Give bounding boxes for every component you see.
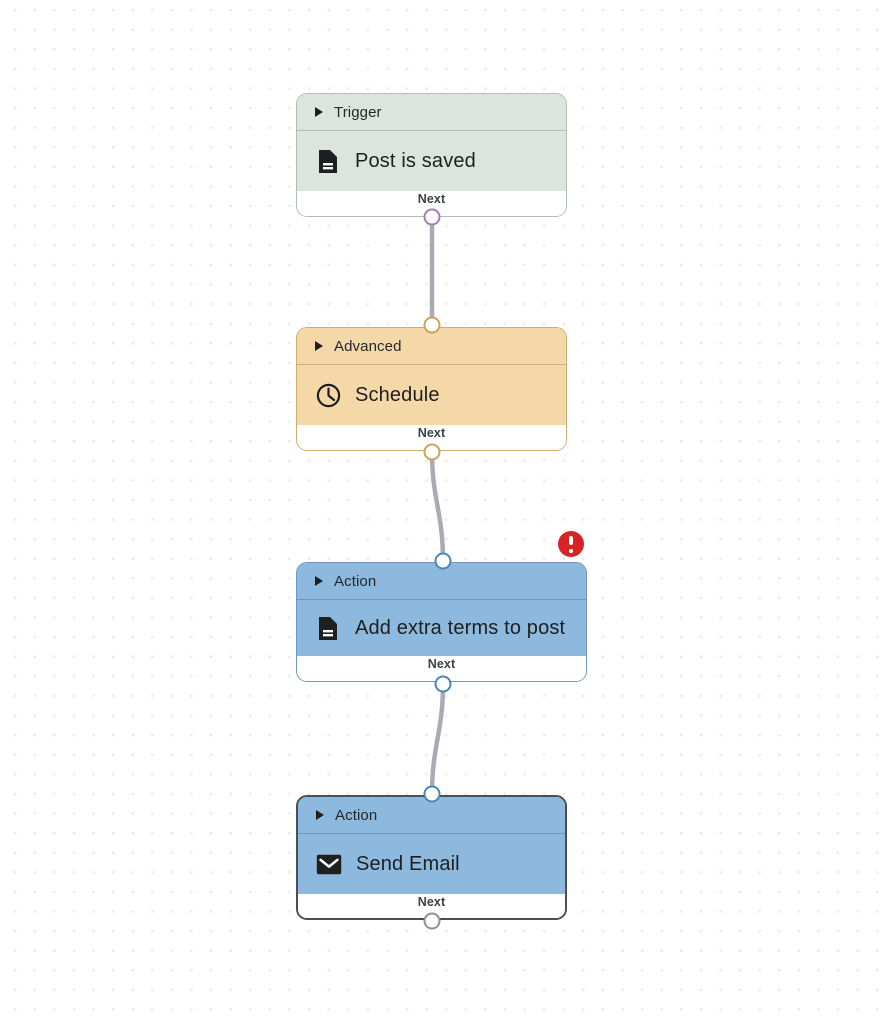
workflow-node-trigger[interactable]: Trigger Post is saved Next (296, 93, 567, 217)
envelope-icon (316, 851, 342, 877)
port-send-email-out[interactable] (423, 912, 441, 930)
node-frame: Advanced Schedule Next (296, 327, 567, 451)
node-title-label: Add extra terms to post (355, 616, 566, 639)
node-title-label: Schedule (355, 383, 440, 406)
edge-advanced-to-action-terms (429, 449, 446, 564)
node-body-trigger[interactable]: Post is saved (297, 131, 566, 191)
node-body-action-terms[interactable]: Add extra terms to post (297, 600, 586, 656)
exclamation-mark (569, 535, 573, 553)
node-next-label: Next (427, 657, 456, 671)
node-frame: Trigger Post is saved Next (296, 93, 567, 217)
disclosure-triangle-icon[interactable] (315, 341, 323, 351)
workflow-node-add-extra-terms[interactable]: Action Add extra terms to post Next (296, 562, 587, 682)
node-category-label: Trigger (334, 103, 382, 121)
clock-icon (315, 382, 341, 408)
port-action-terms-out[interactable] (434, 675, 452, 693)
node-category-label: Action (334, 572, 377, 590)
port-advanced-out[interactable] (423, 443, 441, 461)
workflow-node-advanced[interactable]: Advanced Schedule Next (296, 327, 567, 451)
error-badge-icon[interactable] (558, 531, 584, 557)
node-category-label: Action (335, 806, 378, 824)
node-category-label: Advanced (334, 337, 402, 355)
port-advanced-in[interactable] (423, 316, 441, 334)
workflow-node-send-email[interactable]: Action Send Email Next (296, 795, 567, 920)
node-next-label: Next (417, 426, 446, 440)
disclosure-triangle-icon[interactable] (315, 576, 323, 586)
node-next-label: Next (417, 192, 446, 206)
port-action-terms-in[interactable] (434, 552, 452, 570)
node-next-label: Next (417, 895, 446, 909)
node-body-advanced[interactable]: Schedule (297, 365, 566, 425)
node-frame: Action Add extra terms to post Next (296, 562, 587, 682)
node-header-send-email[interactable]: Action (298, 797, 565, 834)
port-send-email-in[interactable] (423, 785, 441, 803)
disclosure-triangle-icon[interactable] (316, 810, 324, 820)
document-icon (315, 615, 341, 641)
node-title-label: Send Email (356, 852, 460, 875)
document-icon (315, 148, 341, 174)
port-trigger-out[interactable] (423, 208, 441, 226)
node-header-advanced[interactable]: Advanced (297, 328, 566, 365)
node-header-trigger[interactable]: Trigger (297, 94, 566, 131)
node-frame: Action Send Email Next (296, 795, 567, 920)
disclosure-triangle-icon[interactable] (315, 107, 323, 117)
node-body-send-email[interactable]: Send Email (298, 834, 565, 894)
edge-action-terms-to-send-email (429, 681, 446, 797)
node-title-label: Post is saved (355, 149, 476, 172)
